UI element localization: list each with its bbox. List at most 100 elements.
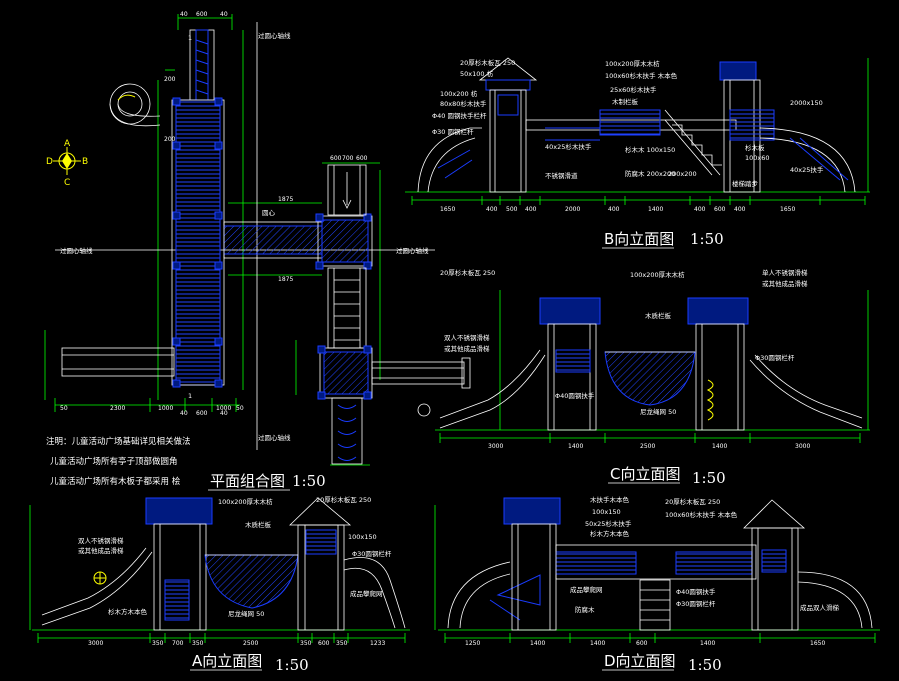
a-dim-1: 350 bbox=[152, 640, 164, 647]
c-slide-right bbox=[749, 359, 863, 429]
dim-h-3: 1000 bbox=[158, 405, 173, 412]
b-roof-right bbox=[719, 61, 757, 81]
plan-ladder-top bbox=[189, 29, 215, 101]
dim-h-5: 50 bbox=[236, 405, 244, 412]
plan-tower-bottom bbox=[317, 345, 373, 400]
note-2: 儿童活动广场所有亭子顶部做圆角 bbox=[50, 456, 178, 467]
center-label: 圆心 bbox=[262, 209, 276, 217]
note-1: 注明：儿童活动广场基础详见相关做法 bbox=[46, 436, 191, 447]
c-slide-left bbox=[439, 354, 546, 429]
a-slide-left bbox=[41, 551, 153, 626]
b-label-14: 防腐木 200x200 bbox=[625, 169, 675, 178]
b-slide-left-curve bbox=[417, 127, 482, 193]
dim-mid-1: 1875 bbox=[278, 196, 293, 203]
axis-label-bottom: 过圆心轴线 bbox=[258, 433, 291, 442]
c-label-2: 单人不锈钢滑梯 bbox=[762, 268, 808, 277]
dim-bot-2: 600 bbox=[196, 410, 208, 417]
plan-slide-right bbox=[371, 357, 471, 389]
c-dim-4: 3000 bbox=[795, 443, 810, 450]
a-title: A向立面图 bbox=[192, 652, 262, 670]
c-dim-0: 3000 bbox=[488, 443, 503, 450]
b-label-17: 楼梯踏步 bbox=[732, 179, 759, 188]
elevation-d: 木扶手木本色 100x150 50x25杉木扶手 杉木方木本色 20厚杉木板瓦 … bbox=[434, 495, 880, 674]
d-roof-left bbox=[503, 497, 561, 525]
compass-west: D bbox=[46, 157, 53, 167]
dim-top-3: 40 bbox=[220, 11, 228, 18]
b-label-3: 80x80杉木扶手 bbox=[440, 99, 487, 108]
b-label-9: 木制栏板 bbox=[612, 97, 639, 106]
plan-net-bottom bbox=[331, 397, 363, 465]
a-label-3: 或其他成品滑梯 bbox=[78, 546, 124, 555]
d-dim-5: 1650 bbox=[810, 640, 825, 647]
d-label-7: Φ30圆钢栏杆 bbox=[676, 599, 716, 608]
a-dim-0: 3000 bbox=[88, 640, 103, 647]
c-label-0: 20厚杉木板瓦 250 bbox=[440, 268, 495, 277]
a-net bbox=[204, 554, 299, 609]
d-label-4: 20厚杉木板瓦 250 bbox=[665, 497, 720, 506]
c-scale: 1:50 bbox=[692, 469, 726, 487]
b-scale: 1:50 bbox=[690, 230, 724, 248]
b-dim-8: 600 bbox=[714, 206, 726, 213]
b-label-15: 200x200 bbox=[668, 170, 697, 178]
notes-block: 注明：儿童活动广场基础详见相关做法 儿童活动广场所有亭子顶部做圆角 儿童活动广场… bbox=[46, 436, 191, 487]
a-label-2: 双人不锈钢滑梯 bbox=[78, 536, 124, 545]
axis-label-right: 过圆心轴线 bbox=[396, 246, 429, 255]
c-title: C向立面图 bbox=[610, 465, 680, 483]
c-label-7: Φ30圆钢栏杆 bbox=[755, 353, 795, 362]
d-label-1: 100x150 bbox=[592, 508, 621, 516]
b-label-4: Φ40 圆钢扶手栏杆 bbox=[432, 111, 487, 120]
plan-slide-left bbox=[61, 347, 175, 377]
plan-slide-top-right bbox=[327, 164, 367, 216]
d-label-10: 防腐木 bbox=[575, 605, 595, 614]
compass-indicator: A D B C bbox=[46, 139, 88, 188]
a-label-5: 100x150 bbox=[348, 533, 377, 541]
compass-north: A bbox=[64, 139, 71, 149]
d-dim-1: 1400 bbox=[530, 640, 545, 647]
dim-h-4: 1000 bbox=[216, 405, 231, 412]
b-label-7: 100x60杉木扶手 木本色 bbox=[605, 71, 678, 80]
d-dim-3: 600 bbox=[636, 640, 648, 647]
d-label-3: 杉木方木本色 bbox=[590, 529, 630, 538]
dim-slide-3: 600 bbox=[356, 155, 368, 162]
dim-top-2: 600 bbox=[196, 11, 208, 18]
d-title: D向立面图 bbox=[604, 652, 676, 670]
a-scale: 1:50 bbox=[275, 656, 309, 674]
a-label-4: 木质栏板 bbox=[245, 520, 272, 529]
plan-bridge bbox=[223, 221, 323, 259]
d-dim-0: 1250 bbox=[465, 640, 480, 647]
a-label-7: 杉木方木本色 bbox=[108, 607, 148, 616]
dim-left-1: 200 bbox=[164, 76, 176, 83]
b-dim-4: 2000 bbox=[565, 206, 580, 213]
elevation-b: 20厚杉木板瓦 250 50x100 枋 100x200 枋 80x80杉木扶手… bbox=[405, 57, 870, 249]
spiral-slide bbox=[109, 83, 161, 127]
dim-top-1: 40 bbox=[180, 11, 188, 18]
c-dim-3: 1400 bbox=[712, 443, 727, 450]
d-slide-left bbox=[447, 561, 511, 629]
b-dim-10: 1650 bbox=[780, 206, 795, 213]
dim-bot-1: 40 bbox=[180, 410, 188, 417]
a-roof-left bbox=[145, 497, 213, 525]
d-dim-2: 1400 bbox=[590, 640, 605, 647]
b-title: B向立面图 bbox=[604, 230, 674, 248]
d-label-9: 成品双人滑梯 bbox=[800, 603, 840, 612]
b-dim-0: 1650 bbox=[440, 206, 455, 213]
plan-scale: 1:50 bbox=[292, 472, 326, 490]
plan-view: 过圆心轴线 过圆心轴线 过圆心轴线 过圆心轴线 圆心 1 1 40 600 40… bbox=[44, 11, 471, 491]
b-label-18: 杉木板 bbox=[745, 143, 765, 152]
dim-bot-3: 40 bbox=[220, 410, 228, 417]
c-label-1: 100x200厚木木枋 bbox=[630, 270, 685, 279]
d-roof-right bbox=[743, 499, 806, 529]
b-label-8: 25x60杉木扶手 bbox=[610, 85, 657, 94]
b-label-12: 不锈钢滑道 bbox=[545, 171, 578, 180]
b-dim-2: 500 bbox=[506, 206, 518, 213]
a-dim-3: 350 bbox=[192, 640, 204, 647]
compass-south: C bbox=[64, 178, 70, 188]
a-dim-8: 1233 bbox=[370, 640, 385, 647]
c-label-3: 或其他成品滑梯 bbox=[762, 279, 808, 288]
dim-slide-2: 700 bbox=[342, 155, 354, 162]
dim-mid-2: 1875 bbox=[278, 276, 293, 283]
b-label-19: 40x25扶手 bbox=[790, 165, 824, 174]
a-dim-7: 350 bbox=[336, 640, 348, 647]
c-label-5: 双人不锈钢滑梯 bbox=[444, 333, 490, 342]
